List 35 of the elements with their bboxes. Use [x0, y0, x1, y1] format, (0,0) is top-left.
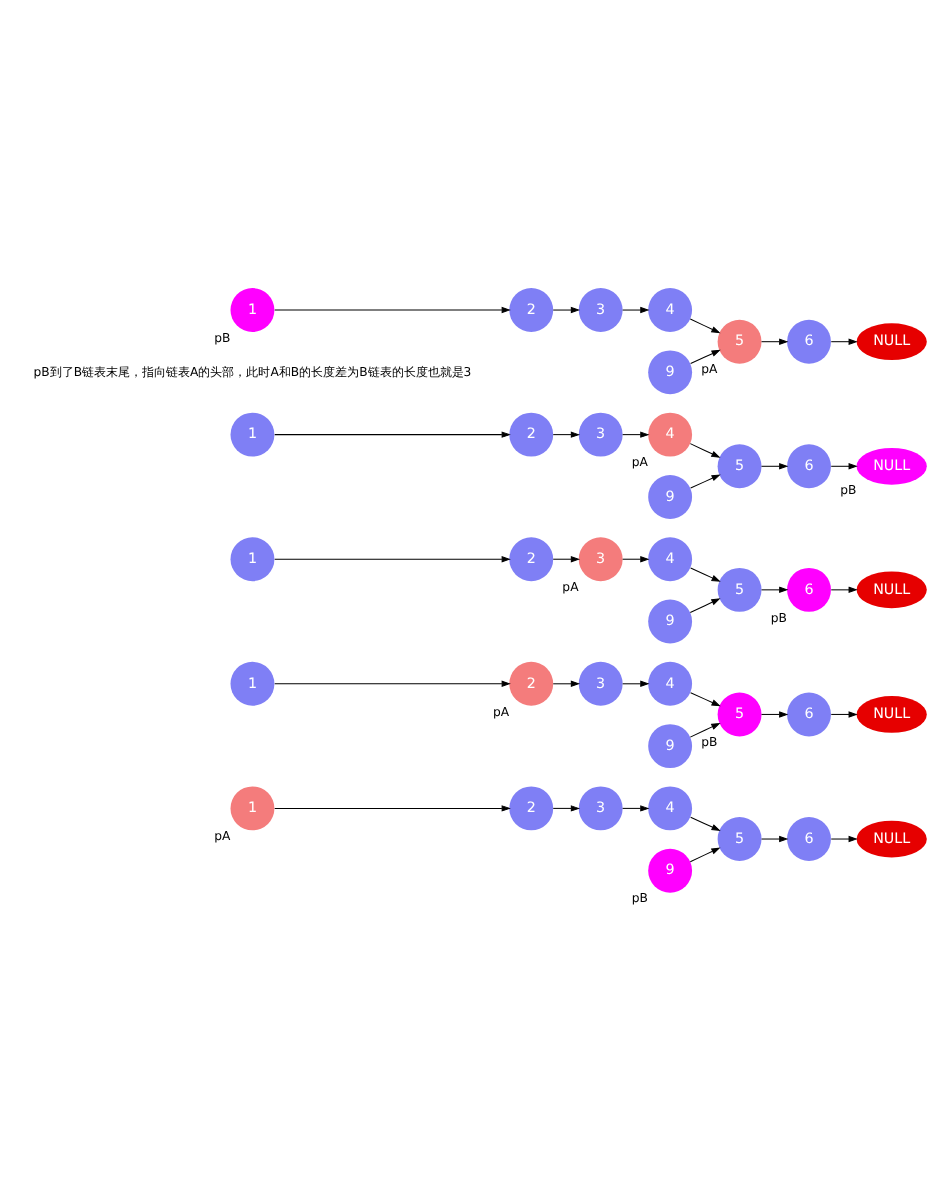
arrow: [689, 846, 721, 862]
arrow: [830, 337, 858, 344]
arrow: [689, 317, 721, 333]
arrow: [761, 585, 789, 593]
arrow: [689, 442, 721, 457]
arrow: [690, 815, 721, 830]
arrow: [274, 555, 511, 562]
arrow: [274, 430, 511, 437]
arrow: [761, 462, 789, 469]
arrow: [830, 462, 858, 469]
arrow: [274, 679, 511, 686]
arrow: [689, 721, 721, 737]
arrow: [274, 305, 511, 313]
arrow: [552, 305, 581, 313]
arrow: [690, 566, 721, 581]
arrow: [552, 555, 581, 562]
arrow: [552, 679, 581, 686]
arrow: [622, 555, 650, 562]
arrow: [552, 804, 581, 811]
arrow: [622, 679, 650, 686]
arrow: [689, 597, 721, 613]
arrow: [761, 834, 789, 842]
arrow: [830, 710, 858, 717]
arrow: [622, 430, 650, 437]
arrow: [622, 804, 650, 811]
arrow: [690, 473, 721, 488]
arrow: [622, 305, 650, 313]
arrow: [690, 348, 721, 363]
arrow: [830, 585, 858, 593]
arrow: [761, 337, 789, 344]
arrow: [690, 691, 721, 706]
arrow: [274, 804, 511, 811]
arrow: [552, 430, 581, 437]
arrow: [830, 834, 858, 842]
arrow: [761, 710, 789, 717]
